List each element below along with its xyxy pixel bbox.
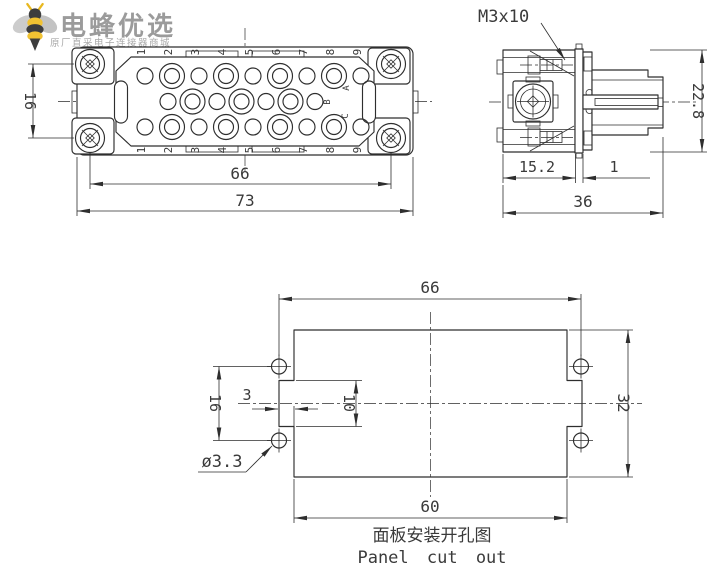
dim-panel-60: 60 (293, 479, 568, 523)
pin-number: 3 (189, 147, 202, 154)
side-view: M3x10 22.8 15.2 1 (478, 7, 707, 218)
dim-panel-32: 32 (569, 329, 633, 478)
pin-number: 1 (135, 49, 148, 56)
logo-subtitle: 原厂直采电子连接器商城 (50, 38, 172, 49)
dim-label: 3 (242, 386, 251, 404)
pin-number: 4 (216, 48, 229, 55)
pin-number: 2 (162, 147, 175, 154)
fixing-screws (74, 48, 407, 154)
contact-insert-outline (115, 56, 375, 147)
row-letter: C (341, 113, 351, 118)
pin-number: 9 (351, 49, 364, 56)
logo-title: 电蜂优选 (60, 12, 177, 42)
label-m3x10: M3x10 (478, 7, 566, 61)
pin-number: 5 (243, 49, 256, 56)
pin-numbers-bottom: 1 2 3 4 5 6 7 8 9 (135, 146, 364, 153)
dim-label: ø3.3 (202, 452, 243, 472)
dim-label: 36 (573, 192, 592, 211)
pin-number: 6 (270, 49, 283, 56)
m3-screw-top (520, 55, 573, 75)
flange-plate (574, 48, 584, 154)
dim-side-36: 36 (502, 137, 664, 218)
contact-row-a (136, 62, 370, 90)
dim-panel-3: 3 (242, 386, 318, 429)
shaft (582, 94, 659, 110)
dim-panel-10: 10 (296, 380, 362, 427)
dim-label: 16 (21, 92, 39, 110)
pin-number: 4 (216, 146, 229, 153)
m3-screw-bottom (520, 127, 573, 147)
pin-number: 8 (324, 147, 337, 154)
mounting-holes (267, 354, 593, 453)
row-letters: A B C (323, 85, 352, 119)
panel-title-en: Panel cut out (357, 548, 506, 568)
pin-number: 6 (270, 147, 283, 154)
dim-label: 16 (206, 394, 224, 412)
pin-number: 3 (189, 49, 202, 56)
front-view: 1 2 3 4 5 6 7 8 9 1 2 3 4 5 6 7 8 9 (21, 28, 432, 216)
panel-cutout-view: 66 60 32 16 (198, 278, 642, 568)
dim-panel-66: 66 (278, 278, 582, 356)
dim-front-73: 73 (76, 157, 414, 216)
screw-callout: M3x10 (478, 7, 529, 27)
pin-number: 5 (243, 147, 256, 154)
pin-number: 1 (135, 147, 148, 154)
hole-diameter-callout: ø3.3 (198, 445, 273, 473)
pin-number: 7 (297, 49, 310, 56)
dim-side-22.8: 22.8 (650, 49, 707, 153)
pin-number: 8 (324, 49, 337, 56)
dim-label: 60 (420, 497, 439, 516)
contact-row-c (136, 113, 370, 141)
cutout-outline (278, 329, 583, 478)
locking-screw (507, 76, 559, 127)
logo: 电蜂优选 原厂直采电子连接器商城 (8, 2, 258, 54)
contact-row-b (159, 88, 324, 115)
dim-label: 1 (609, 158, 618, 176)
dim-panel-16: 16 (206, 366, 271, 441)
dim-label: 66 (420, 278, 439, 297)
pin-numbers-top: 1 2 3 4 5 6 7 8 9 (135, 48, 364, 55)
dim-label: 22.8 (689, 83, 707, 119)
dim-side-1: 1 (583, 158, 650, 181)
dim-label: 32 (614, 393, 633, 412)
pin-number: 7 (297, 147, 310, 154)
dim-label: 73 (235, 191, 254, 210)
dim-front-66: 66 (89, 152, 392, 189)
pin-number: 9 (351, 147, 364, 154)
dim-label: 15.2 (519, 158, 555, 176)
bee-logo-icon (12, 2, 58, 51)
panel-title-zh: 面板安装开孔图 (373, 526, 492, 546)
guide-recess-left (113, 80, 129, 124)
dim-side-15.2: 15.2 (502, 154, 584, 183)
row-letter: B (323, 99, 333, 104)
pin-number: 2 (162, 49, 175, 56)
row-letter: A (342, 85, 352, 91)
dim-label: 66 (230, 164, 249, 183)
dim-front-16: 16 (21, 63, 74, 139)
guide-recess-right (361, 80, 377, 124)
dim-label: 10 (340, 394, 358, 412)
